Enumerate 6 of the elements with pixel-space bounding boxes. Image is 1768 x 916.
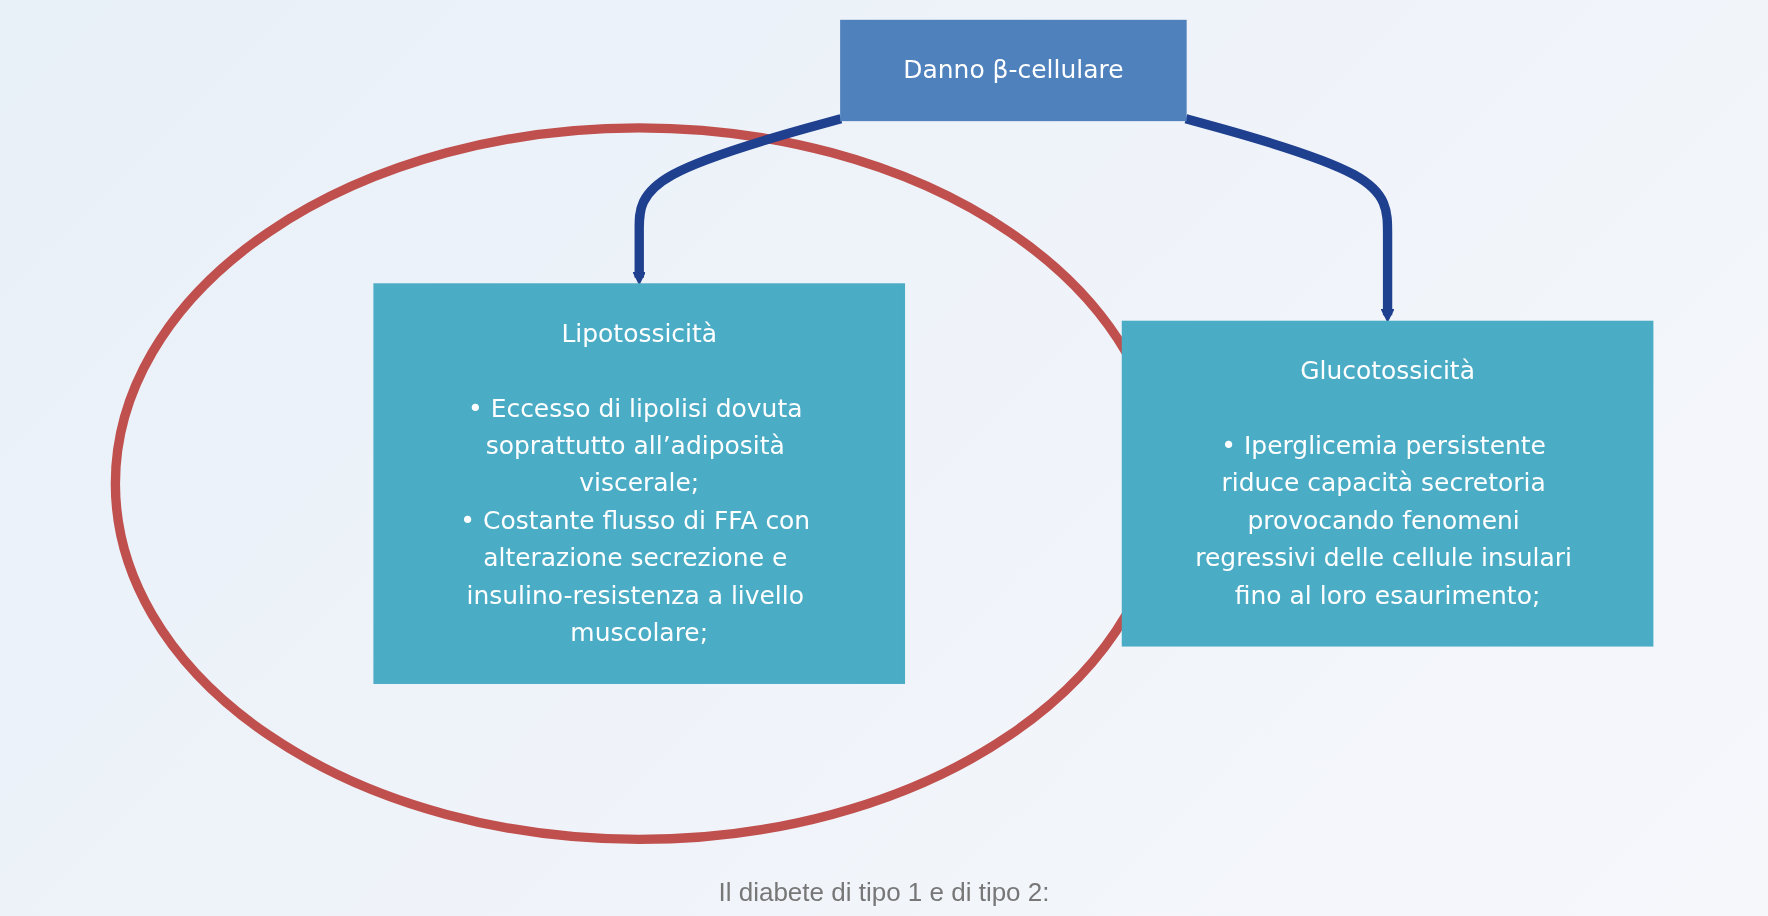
node-box: Danno β-cellulare	[840, 19, 1187, 122]
footer-text: Il diabete di tipo 1 e di tipo 2:	[718, 877, 1050, 907]
node-box: Lipotossicità • Eccesso di lipolisi dovuta soprattutto all’adiposità viscerale; • Costante flusso di FFA con alterazione secrezione e insulino-resistenza a livello muscolare;	[373, 283, 906, 684]
arrow	[1184, 114, 1395, 323]
arrow	[632, 114, 843, 285]
node-box: Glucotossicità • Iperglicemia persistente riduce capacità secretoria provocando fenomeni regressivi delle cellule insulari fino al loro esaurimento;	[1121, 320, 1654, 647]
